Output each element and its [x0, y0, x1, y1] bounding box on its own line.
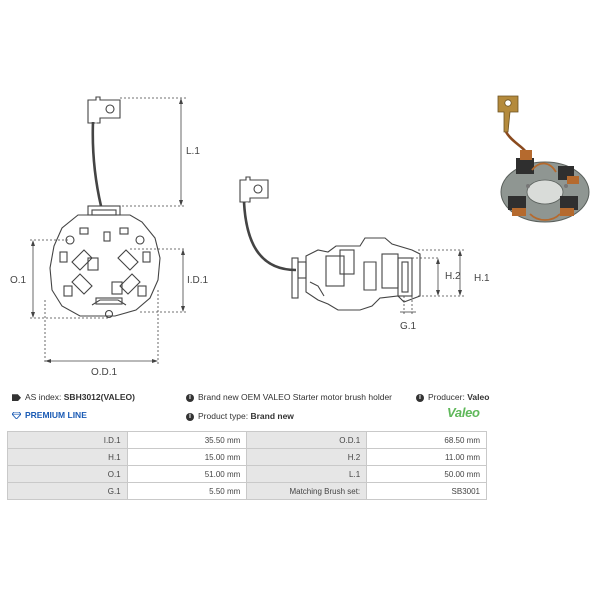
dim-label-od1: O.D.1: [91, 367, 118, 378]
product-description: Brand new OEM VALEO Starter motor brush …: [198, 392, 393, 402]
spec-value: 5.50 mm: [126, 482, 248, 500]
table-row: I.D.1 35.50 mm O.D.1 68.50 mm: [7, 431, 487, 449]
producer-label: Producer:: [428, 392, 465, 402]
producer-value: Valeo: [467, 392, 490, 402]
front-view-brush-holder: [49, 96, 161, 319]
diamond-icon: [12, 412, 21, 420]
table-row: O.1 51.00 mm L.1 50.00 mm: [7, 465, 487, 483]
valeo-logo: Valeo: [447, 405, 480, 420]
table-row: H.1 15.00 mm H.2 11.00 mm: [7, 448, 487, 466]
spec-value: SB3001: [366, 482, 487, 500]
dim-label-h1: H.1: [474, 273, 490, 284]
spec-value: 15.00 mm: [126, 448, 248, 466]
product-type-row: i Product type: Brand new: [186, 411, 294, 421]
as-index-row: AS index: SBH3012(VALEO): [12, 392, 135, 402]
dim-label-id1: I.D.1: [187, 275, 209, 286]
description-row: i Brand new OEM VALEO Starter motor brush…: [186, 392, 392, 402]
product-type-label: Product type:: [198, 411, 249, 421]
spec-label: O.D.1: [246, 431, 368, 449]
spec-label: H.1: [7, 448, 128, 466]
spec-value: 68.50 mm: [366, 431, 487, 449]
spec-label: G.1: [7, 482, 128, 500]
spec-table: I.D.1 35.50 mm O.D.1 68.50 mm H.1 15.00 …: [7, 431, 487, 500]
spec-label: L.1: [246, 465, 368, 483]
dim-label-l1: L.1: [186, 146, 200, 157]
spec-value: 11.00 mm: [366, 448, 487, 466]
spec-label: I.D.1: [7, 431, 128, 449]
spec-label: Matching Brush set:: [246, 482, 368, 500]
dim-label-g1: G.1: [400, 321, 417, 332]
dim-label-o1: O.1: [10, 275, 27, 286]
spec-value: 50.00 mm: [366, 465, 487, 483]
product-photo: [497, 95, 590, 223]
info-icon: i: [416, 393, 424, 402]
premium-line-badge: PREMIUM LINE: [12, 410, 87, 420]
dim-label-h2: H.2: [445, 271, 461, 282]
spec-label: O.1: [7, 465, 128, 483]
producer-row: i Producer: Valeo: [416, 392, 489, 402]
info-icon: i: [186, 393, 194, 402]
side-view-brush-holder: [239, 176, 421, 311]
product-type-value: Brand new: [250, 411, 294, 421]
as-index-value: SBH3012(VALEO): [63, 392, 135, 402]
tag-icon: [12, 394, 21, 402]
spec-value: 35.50 mm: [126, 431, 248, 449]
info-icon: i: [186, 412, 194, 421]
spec-value: 51.00 mm: [126, 465, 248, 483]
technical-drawing: [30, 95, 590, 364]
spec-label: H.2: [246, 448, 368, 466]
premium-line-text: PREMIUM LINE: [25, 410, 87, 420]
table-row: G.1 5.50 mm Matching Brush set: SB3001: [7, 482, 487, 500]
as-index-label: AS index:: [25, 392, 62, 402]
